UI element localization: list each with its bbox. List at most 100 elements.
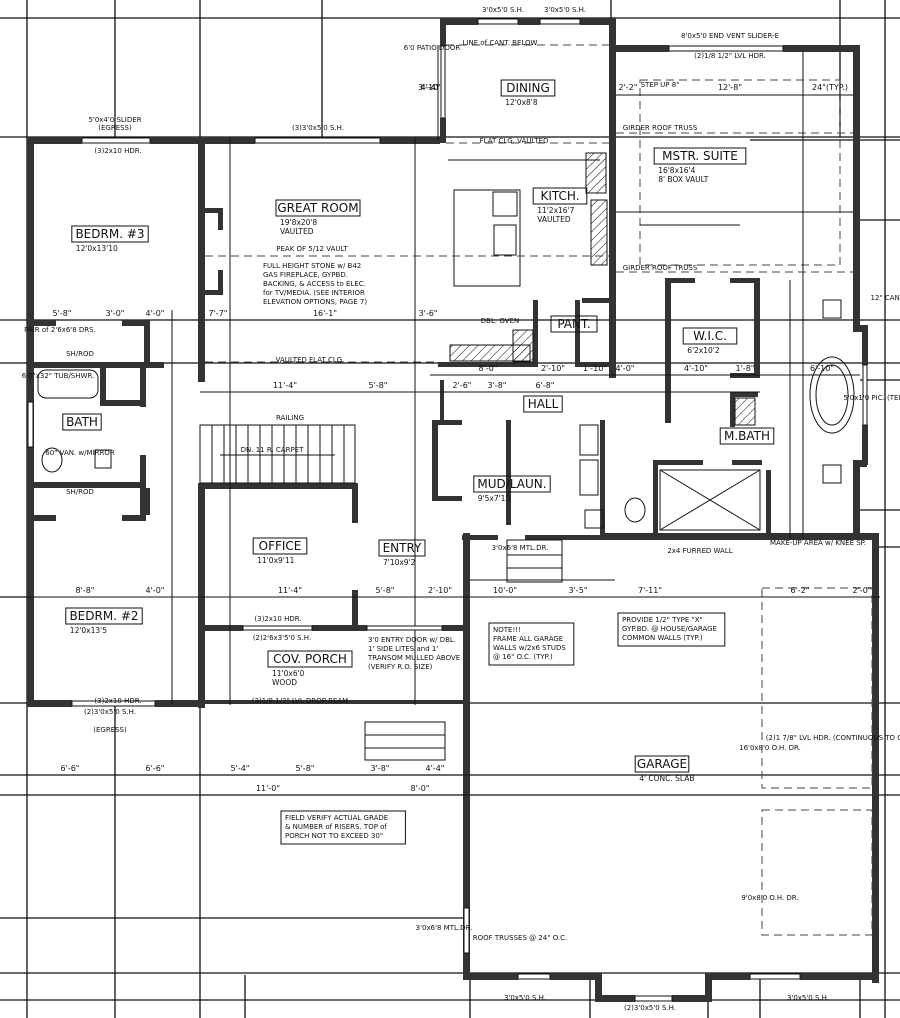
dashed-lines	[205, 44, 873, 936]
room-label-frame	[682, 327, 738, 345]
window-label: (3)3'0x5'0 S.H.	[292, 124, 344, 132]
room-label-frame	[65, 607, 143, 625]
dimension-row_375: 4'-10"	[684, 364, 708, 373]
annotation: 12" CANT.	[871, 294, 900, 302]
room-label-frame	[653, 147, 747, 165]
note-line-garage_frame: FRAME ALL GARAGE	[493, 635, 563, 643]
fixtures	[37, 299, 855, 531]
window-label: (2)1/8 1/2" LVL HDR.	[694, 52, 766, 60]
room-size-bedrm3: 12'0x13'10	[76, 244, 118, 253]
window-label: (2)3'0x5'0 S.H.	[84, 708, 136, 716]
dimension-row_597: 8'-8"	[76, 586, 95, 595]
walls	[27, 18, 879, 1002]
room-label-pant: PANT.	[557, 317, 590, 331]
annotation: DN. 11 R. CARPET	[241, 446, 304, 454]
room-label-frame	[523, 395, 563, 413]
room-note-cov_porch: WOOD	[272, 678, 297, 687]
windows	[27, 18, 868, 1002]
dimension-top: 12'-8"	[718, 83, 742, 92]
annotation: 3'0x6'8 MTL.DR.	[492, 544, 549, 552]
window-label: 3'0x5'0 S.H.	[482, 6, 524, 14]
annotation: 16'0x8'0 O.H. DR.	[739, 744, 801, 752]
room-label-bedrm3: BEDRM. #3	[75, 227, 144, 241]
note-line-entry_door: TRANSOM MULLED ABOVE	[367, 654, 460, 662]
annotation: 6'0 PATIO DOOR	[404, 44, 461, 52]
annotation: 9'0x8'0 O.H. DR.	[741, 894, 798, 902]
annotation: LINE of CANT. BELOW	[463, 39, 538, 47]
dimension-row_392: 6'-8"	[536, 381, 555, 390]
room-label-frame	[550, 315, 598, 333]
room-size-mud_laun: 9'5x7'10	[478, 494, 511, 503]
room-label-bedrm2: BEDRM. #2	[69, 609, 138, 623]
note-box-garage_frame	[488, 622, 575, 666]
dimension-row_320: 4'-0"	[146, 309, 165, 318]
room-label-kitch: KITCH.	[540, 189, 579, 203]
dimension-row_597: 2'-0"	[853, 586, 872, 595]
annotation: 2x4 FURRED WALL	[667, 547, 732, 555]
annotation: MAKE-UP AREA w/ KNEE SP.	[770, 539, 866, 547]
window-label: (3)1/8 1/2" LVL DROP BEAM	[252, 697, 348, 705]
dimension-row_597: 11'-4"	[278, 586, 302, 595]
room-label-wic: W.I.C.	[693, 329, 727, 343]
annotation: RAILING	[276, 414, 304, 422]
note-line-garage_frame: NOTE!!!	[493, 626, 521, 634]
note-line-garage_gyp: COMMON WALLS (TYP.)	[622, 634, 703, 642]
note-line-porch_grade: PORCH NOT TO EXCEED 30"	[285, 832, 383, 840]
dimension-top: 2'-2"	[619, 83, 638, 92]
dimension-bottom_b: 11'-0"	[256, 784, 280, 793]
annotation: 5'0x1'0 PIC. (TEMP.)	[843, 394, 900, 402]
room-label-mud_laun: MUD/LAUN.	[477, 477, 546, 491]
annotation: 3'0x6'8 MTL.DR.	[416, 924, 473, 932]
dimension-row_375: 2'-10"	[541, 364, 565, 373]
dimension-row_597: 3'-5"	[569, 586, 588, 595]
dimension-top: 4'-4"	[421, 83, 440, 92]
room-size-cov_porch: 11'0x6'0	[272, 669, 305, 678]
window-label: 3'0x5'0 S.H.	[787, 994, 829, 1002]
dimension-top: 24"(TYP.)	[812, 83, 848, 92]
annotation: VAULTED FLAT CLG.	[276, 356, 345, 364]
note-line-entry_door: (VERIFY R.O. SIZE)	[368, 663, 433, 671]
annotation: STEP UP 8"	[641, 81, 680, 89]
dimension-row_320: 7'-7"	[209, 309, 228, 318]
window-label: 8'0x5'0 END VENT SLIDER-E	[681, 32, 779, 40]
room-label-frame	[62, 413, 102, 431]
dimension-lines	[27, 45, 880, 796]
note-line-entry_door: 3'0 ENTRY DOOR w/ DBL.	[368, 636, 456, 644]
note-line-fireplace: ELEVATION OPTIONS, PAGE 7)	[263, 298, 367, 306]
note-box-porch_grade	[280, 810, 406, 845]
dimension-row_392: 2'-6"	[453, 381, 472, 390]
room-label-great_room: GREAT ROOM	[277, 201, 358, 215]
room-size-dining: 12'0x8'8	[505, 98, 538, 107]
annotation: FLAT CLG. VAULTED	[480, 137, 549, 145]
note-line-entry_door: 1' SIDE LITES and 1'	[368, 645, 438, 653]
dimension-row_392: 11'-4"	[273, 381, 297, 390]
note-box-garage_gyp	[617, 612, 726, 647]
annotation: ROOF TRUSSES @ 24" O.C.	[473, 934, 568, 942]
dimension-row_597: 5'-8"	[376, 586, 395, 595]
dimension-row_320: 3'-0"	[106, 309, 125, 318]
window-label: (2)3'0x5'0 S.H.	[624, 1004, 676, 1012]
annotation: (2)1 7/8" LVL HDR. (CONTINUOUS TO CORNER…	[766, 734, 900, 742]
window-label: (3)2x10 HDR.	[254, 615, 301, 623]
annotation: PEAK OF 5/12 VAULT	[276, 245, 348, 253]
room-note-kitch: VAULTED	[537, 215, 571, 224]
dimension-row_320: 3'-6"	[419, 309, 438, 318]
room-label-frame	[500, 79, 556, 97]
room-label-garage: GARAGE	[637, 757, 687, 771]
dimension-bottom_a: 3'-8"	[371, 764, 390, 773]
room-size-bedrm2: 12'0x13'5	[70, 626, 107, 635]
room-label-mstr_suite: MSTR. SUITE	[662, 149, 738, 163]
room-label-mbath: M.BATH	[724, 429, 770, 443]
dimension-row_597: 6'-2"	[791, 586, 810, 595]
dimension-row_375: 1'-8"	[736, 364, 755, 373]
stairs	[199, 424, 563, 761]
dimension-row_597: 7'-11"	[638, 586, 662, 595]
room-label-cov_porch: COV. PORCH	[273, 652, 347, 666]
room-size-wic: 6'2x10'2	[687, 346, 720, 355]
room-label-frame	[719, 427, 775, 445]
annotation: SH/ROD	[66, 488, 94, 496]
room-size-office: 11'0x9'11	[257, 556, 294, 565]
room-label-frame	[275, 199, 361, 217]
dimension-bottom_a: 5'-8"	[296, 764, 315, 773]
